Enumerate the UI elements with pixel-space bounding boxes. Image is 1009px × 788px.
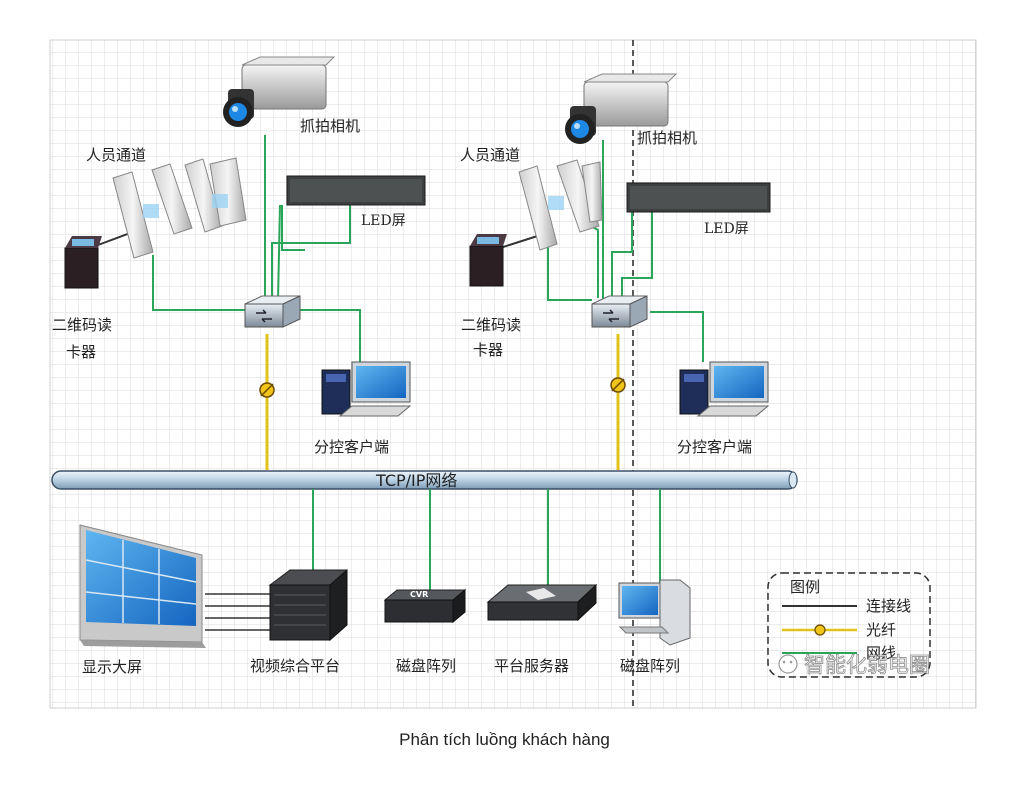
left-client-label: 分控客户端 — [314, 438, 389, 456]
left-client-pc — [321, 361, 412, 417]
legend-title: 图例 — [790, 578, 820, 596]
left-network-lines — [152, 135, 361, 362]
left-reader-label-line1: 二维码读 — [52, 316, 112, 334]
watermark: 智能化弱电圈 — [778, 653, 930, 677]
left-reader-label-line2: 卡器 — [66, 343, 96, 361]
watermark-text: 智能化弱电圈 — [804, 653, 930, 677]
right-reader-label-line2: 卡器 — [473, 341, 503, 359]
video-platform-label: 视频综合平台 — [250, 657, 340, 675]
cvr-device: CVR — [383, 588, 467, 624]
legend: 图例 连接线 光纤 网线 — [767, 572, 931, 678]
right-group: 抓拍相机 LED屏 人员通道 二维码读 卡器 — [460, 73, 771, 470]
video-platform — [268, 568, 348, 642]
right-switch — [591, 295, 648, 328]
cvr-label: 磁盘阵列 — [396, 657, 456, 675]
left-camera — [223, 56, 336, 127]
display-wall-label: 显示大屏 — [82, 658, 142, 676]
right-client-pc — [679, 361, 770, 417]
right-qr-reader — [469, 234, 507, 287]
figure-caption: Phân tích luồng khách hàng — [399, 730, 610, 749]
bottom-network-lines — [312, 489, 661, 595]
left-camera-label: 抓拍相机 — [300, 117, 360, 135]
right-camera-label: 抓拍相机 — [637, 129, 697, 147]
right-client-label: 分控客户端 — [677, 438, 752, 456]
left-group: 抓拍相机 LED屏 人员通道 二维码读 卡器 — [52, 56, 426, 470]
left-led-screen — [286, 175, 426, 206]
right-fiber-marker — [610, 377, 626, 393]
right-led-label: LED屏 — [704, 221, 749, 237]
left-qr-reader — [64, 236, 102, 289]
cvr-device-text: CVR — [410, 590, 428, 599]
right-reader-label-line1: 二维码读 — [461, 316, 521, 334]
left-gate-label: 人员通道 — [86, 146, 146, 164]
platform-server — [486, 583, 598, 622]
right-camera — [565, 73, 678, 144]
right-gate-label: 人员通道 — [460, 146, 520, 164]
tcp-ip-bus-label: TCP/IP网络 — [375, 471, 457, 490]
display-wall-connections — [205, 593, 270, 631]
left-reader-connection — [97, 231, 134, 246]
left-gates — [112, 157, 247, 259]
left-switch — [244, 295, 301, 328]
left-fiber-marker — [259, 382, 275, 398]
server-label: 平台服务器 — [494, 657, 569, 675]
right-gates — [518, 159, 603, 251]
legend-item-network: 网线 — [866, 644, 896, 662]
legend-fiber-marker — [814, 624, 826, 636]
left-led-label: LED屏 — [361, 213, 406, 229]
disk-array-label: 磁盘阵列 — [620, 657, 680, 675]
tcp-ip-bus — [51, 470, 798, 490]
disk-array-pc — [618, 579, 691, 646]
display-wall — [79, 524, 206, 648]
legend-item-connection: 连接线 — [866, 597, 911, 615]
right-led-screen — [626, 182, 771, 213]
wechat-logo-icon — [778, 654, 798, 674]
legend-item-fiber: 光纤 — [866, 621, 896, 639]
